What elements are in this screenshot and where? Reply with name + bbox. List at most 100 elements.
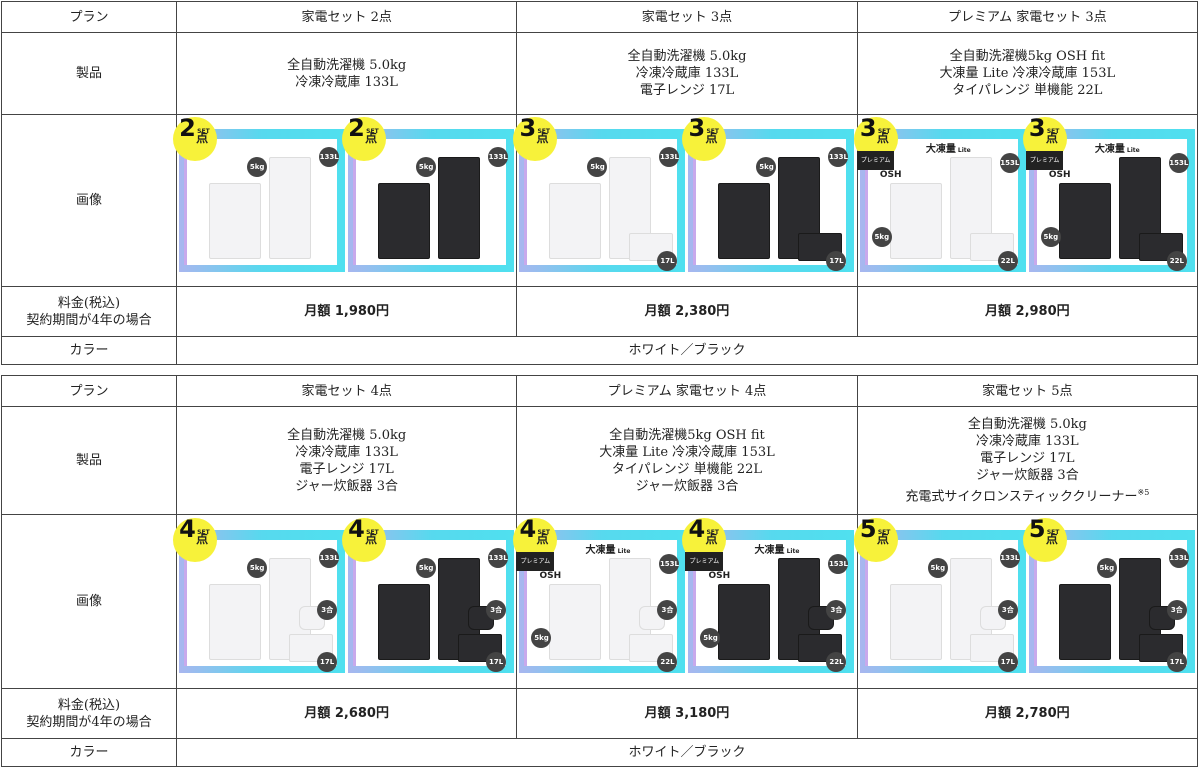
washer-icon: [209, 183, 262, 259]
spec-chip: 5kg: [416, 157, 437, 177]
osh-logo: OSH: [1048, 170, 1071, 180]
spec-chip: 3合: [657, 600, 678, 620]
price-row: 料金(税込)契約期間が4年の場合 月額 2,680円 月額 3,180円 月額 …: [1, 688, 1199, 739]
spec-chip: 5kg: [587, 157, 608, 177]
plan-name: 家電セット 2点: [175, 1, 518, 33]
row-label-image: 画像: [1, 114, 177, 287]
microwave-icon: [629, 233, 674, 261]
lite-title: 大凍量 Lite: [1094, 144, 1140, 155]
spec-chip: 133L: [488, 147, 509, 167]
spec-chip: 133L: [999, 548, 1020, 568]
spec-chip: 133L: [1168, 548, 1189, 568]
spec-chip: 17L: [317, 652, 338, 672]
osh-logo: OSH: [539, 571, 562, 581]
row-label-price: 料金(税込)契約期間が4年の場合: [1, 688, 177, 739]
lite-title: 大凍量 Lite: [925, 144, 971, 155]
lite-title: 大凍量 Lite: [754, 545, 800, 556]
spec-chip: 153L: [999, 153, 1020, 173]
washer-icon: [1058, 183, 1111, 259]
spec-chip: 22L: [826, 652, 847, 672]
spec-chip: 3合: [1166, 600, 1187, 620]
color-row: カラー ホワイト／ブラック: [1, 336, 1198, 365]
spec-chip: 3合: [486, 600, 507, 620]
row-label-plan: プラン: [1, 375, 177, 407]
spec-chip: 22L: [1166, 251, 1187, 271]
monthly-price: 月額 2,680円: [175, 688, 518, 739]
spec-chip: 5kg: [871, 227, 892, 247]
plan-row: プラン 家電セット 4点 プレミアム 家電セット 4点 家電セット 5点: [1, 375, 1199, 407]
premium-label: プレミアム: [856, 151, 895, 170]
spec-chip: 153L: [1168, 153, 1189, 173]
washer-icon: [378, 584, 431, 660]
spec-chip: 5kg: [700, 628, 721, 648]
washer-icon: [549, 183, 602, 259]
footnote-marker: ※5: [1137, 487, 1150, 497]
spec-chip: 5kg: [247, 157, 268, 177]
spec-chip: 153L: [659, 554, 680, 574]
plan-name: 家電セット 5点: [856, 375, 1199, 407]
monthly-price: 月額 2,780円: [856, 688, 1199, 739]
lite-title: 大凍量 Lite: [585, 545, 631, 556]
monthly-price: 月額 3,180円: [516, 688, 858, 739]
spec-chip: 133L: [319, 147, 340, 167]
row-label-color: カラー: [1, 738, 177, 767]
color-value: ホワイト／ブラック: [176, 738, 1198, 767]
spec-chip: 17L: [826, 251, 847, 271]
premium-label: プレミアム: [685, 552, 724, 571]
fridge-icon: [269, 157, 312, 259]
spec-chip: 133L: [828, 147, 849, 167]
spec-chip: 17L: [997, 652, 1018, 672]
spec-chip: 153L: [828, 554, 849, 574]
price-row: 料金(税込)契約期間が4年の場合 月額 1,980円 月額 2,380円 月額 …: [1, 286, 1199, 337]
row-label-product: 製品: [1, 32, 177, 115]
spec-chip: 3合: [826, 600, 847, 620]
spec-chip: 5kg: [247, 558, 268, 578]
spec-chip: 5kg: [756, 157, 777, 177]
fridge-icon: [438, 157, 481, 259]
washer-icon: [378, 183, 431, 259]
washer-icon: [889, 584, 942, 660]
washer-icon: [1058, 584, 1111, 660]
washer-icon: [209, 584, 262, 660]
spec-chip: 17L: [486, 652, 507, 672]
spec-chip: 5kg: [531, 628, 552, 648]
washer-icon: [718, 183, 771, 259]
spec-chip: 17L: [1166, 652, 1187, 672]
spec-chip: 133L: [319, 548, 340, 568]
spec-chip: 22L: [657, 652, 678, 672]
plan-table-1: プラン 家電セット 2点 家電セット 3点 プレミアム 家電セット 3点 製品 …: [1, 1, 1199, 365]
spec-chip: 22L: [997, 251, 1018, 271]
osh-logo: OSH: [879, 170, 902, 180]
microwave-icon: [798, 233, 843, 261]
plan-table-2: プラン 家電セット 4点 プレミアム 家電セット 4点 家電セット 5点 製品 …: [1, 375, 1199, 767]
row-label-plan: プラン: [1, 1, 177, 33]
plan-name: 家電セット 3点: [516, 1, 858, 33]
color-row: カラー ホワイト／ブラック: [1, 738, 1198, 767]
